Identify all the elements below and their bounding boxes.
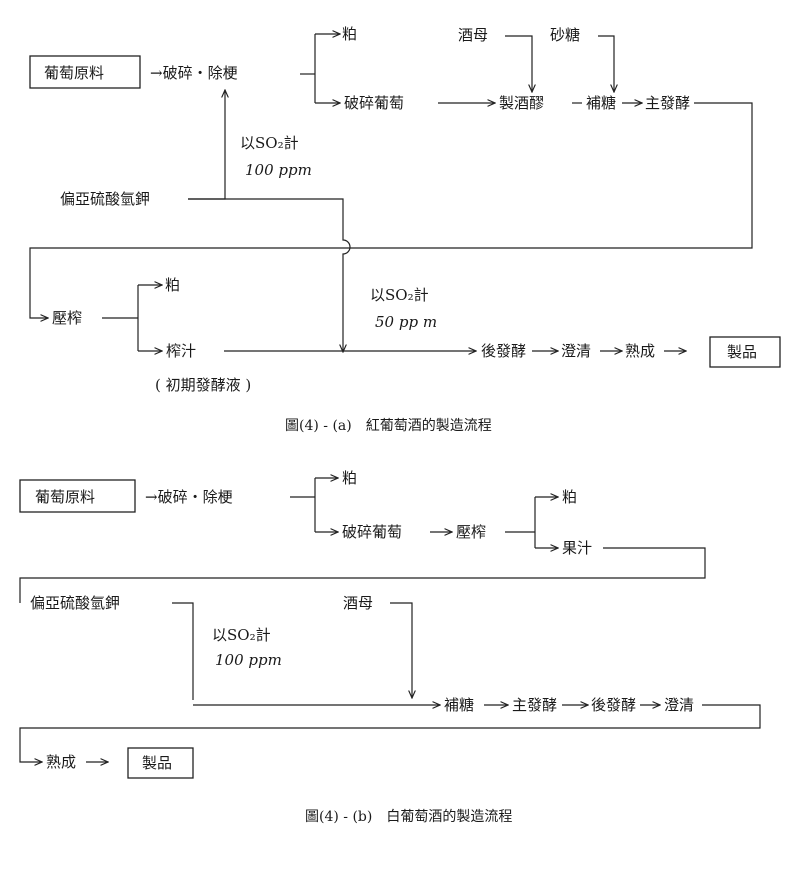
main-fermentation-label-b: 主發酵 [512, 696, 557, 714]
white-wine-flow: 葡萄原料 →破碎・除梗 粕 破碎葡萄 壓榨 粕 果汁 偏亞硫酸氫鉀 酒母 以SO… [19, 469, 761, 825]
post-fermentation-label-b: 後發酵 [591, 696, 636, 714]
raw-material-label: 葡萄原料 [44, 64, 104, 82]
post-fermentation-label: 後發酵 [481, 342, 526, 360]
so2-100ppm-label: 以SO₂計 [240, 134, 299, 152]
so2-100ppm-value: 100 ppm [245, 161, 312, 179]
crush-destem-label: →破碎・除梗 [150, 64, 238, 82]
press-label-b: 壓榨 [456, 523, 486, 541]
yeast-label-b: 酒母 [343, 594, 373, 612]
raw-material-box-b [19, 479, 136, 513]
crush-destem-label-b: →破碎・除梗 [145, 488, 233, 506]
so2-100ppm-label-b: 以SO₂計 [212, 626, 271, 644]
product-label-b: 製品 [142, 754, 172, 772]
raw-material-label-b: 葡萄原料 [35, 488, 95, 506]
pomace-label-b: 粕 [342, 469, 357, 487]
pomace-2-label: 粕 [165, 276, 180, 294]
red-wine-flow: 葡萄原料 →破碎・除梗 粕 破碎葡萄 製酒醪 酒母 砂糖 補糖 主發酵 偏亞硫酸… [29, 25, 781, 434]
press-label: 壓榨 [52, 309, 82, 327]
mature-label-b: 熟成 [46, 753, 76, 771]
make-must-label: 製酒醪 [499, 94, 544, 112]
add-sugar-label: 補糖 [586, 94, 616, 112]
product-label: 製品 [727, 343, 757, 361]
mature-label: 熟成 [625, 342, 655, 360]
so2-100ppm-value-b: 100 ppm [215, 651, 282, 669]
press-juice-label: 榨汁 [166, 342, 196, 360]
product-box [709, 336, 781, 368]
so2-50ppm-value: 50 pp m [375, 313, 437, 331]
clarify-label-b: 澄清 [664, 696, 694, 714]
yeast-label: 酒母 [458, 26, 488, 44]
so2-50ppm-label: 以SO₂計 [370, 286, 429, 304]
main-fermentation-label: 主發酵 [645, 94, 690, 112]
clarify-label: 澄清 [561, 342, 591, 360]
add-sugar-label-b: 補糖 [444, 696, 474, 714]
initial-must-label: ( 初期發酵液 ) [155, 376, 251, 394]
caption-b: 圖(4) - (b) 白葡萄酒的製造流程 [305, 809, 512, 825]
juice-label-b: 果汁 [562, 539, 592, 557]
product-box-b [127, 747, 194, 779]
caption-a: 圖(4) - (a) 紅葡萄酒的製造流程 [285, 418, 492, 434]
crushed-grapes-label: 破碎葡萄 [344, 94, 404, 112]
bisulfite-label: 偏亞硫酸氫鉀 [60, 190, 150, 208]
crushed-grapes-label-b: 破碎葡萄 [342, 523, 402, 541]
sugar-label: 砂糖 [550, 26, 580, 44]
bisulfite-label-b: 偏亞硫酸氫鉀 [30, 594, 120, 612]
pomace-label: 粕 [342, 25, 357, 43]
pomace-2-label-b: 粕 [562, 488, 577, 506]
raw-material-box [29, 55, 141, 89]
